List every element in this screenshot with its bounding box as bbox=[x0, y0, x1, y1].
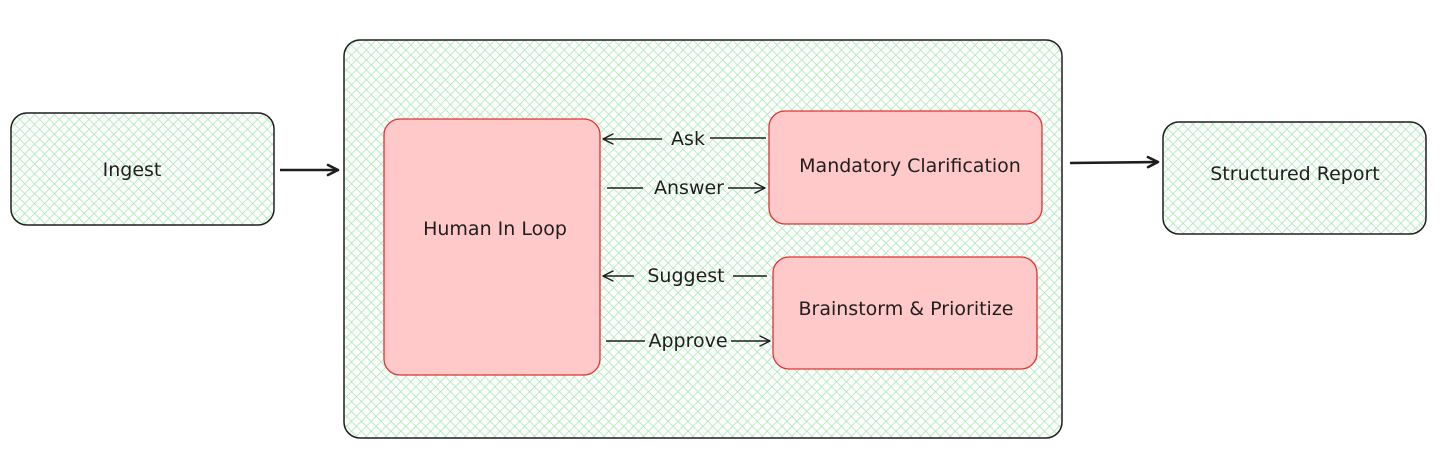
edge-approve: Approve bbox=[606, 330, 771, 352]
node-human-in-loop-box[interactable] bbox=[383, 118, 601, 376]
node-mandatory-clarification-label: Mandatory Clarification bbox=[799, 155, 1021, 177]
edge-ask: Ask bbox=[602, 128, 766, 150]
node-human-in-loop-label: Human In Loop bbox=[423, 218, 567, 240]
node-structured-report-label: Structured Report bbox=[1210, 163, 1379, 185]
node-human-in-loop[interactable]: Human In Loop bbox=[383, 118, 601, 376]
node-brainstorm-prioritize[interactable]: Brainstorm & Prioritize bbox=[772, 256, 1038, 370]
edge-suggest-label: Suggest bbox=[647, 265, 724, 287]
edge-answer: Answer bbox=[607, 177, 766, 199]
node-mandatory-clarification-box[interactable] bbox=[768, 110, 1043, 225]
node-ingest[interactable]: Ingest bbox=[10, 112, 275, 226]
node-brainstorm-prioritize-label: Brainstorm & Prioritize bbox=[799, 298, 1014, 320]
node-ingest-label: Ingest bbox=[103, 159, 162, 181]
node-mandatory-clarification[interactable]: Mandatory Clarification bbox=[768, 110, 1043, 225]
node-structured-report[interactable]: Structured Report bbox=[1162, 121, 1427, 235]
node-brainstorm-prioritize-box[interactable] bbox=[772, 256, 1038, 370]
edge-container-to-report bbox=[1069, 155, 1160, 169]
edge-answer-label: Answer bbox=[654, 177, 724, 199]
node-ingest-box[interactable] bbox=[10, 112, 275, 226]
edge-approve-label: Approve bbox=[648, 330, 727, 352]
edge-suggest: Suggest bbox=[602, 265, 767, 287]
edge-ask-label: Ask bbox=[671, 128, 705, 150]
node-structured-report-box[interactable] bbox=[1162, 121, 1427, 235]
